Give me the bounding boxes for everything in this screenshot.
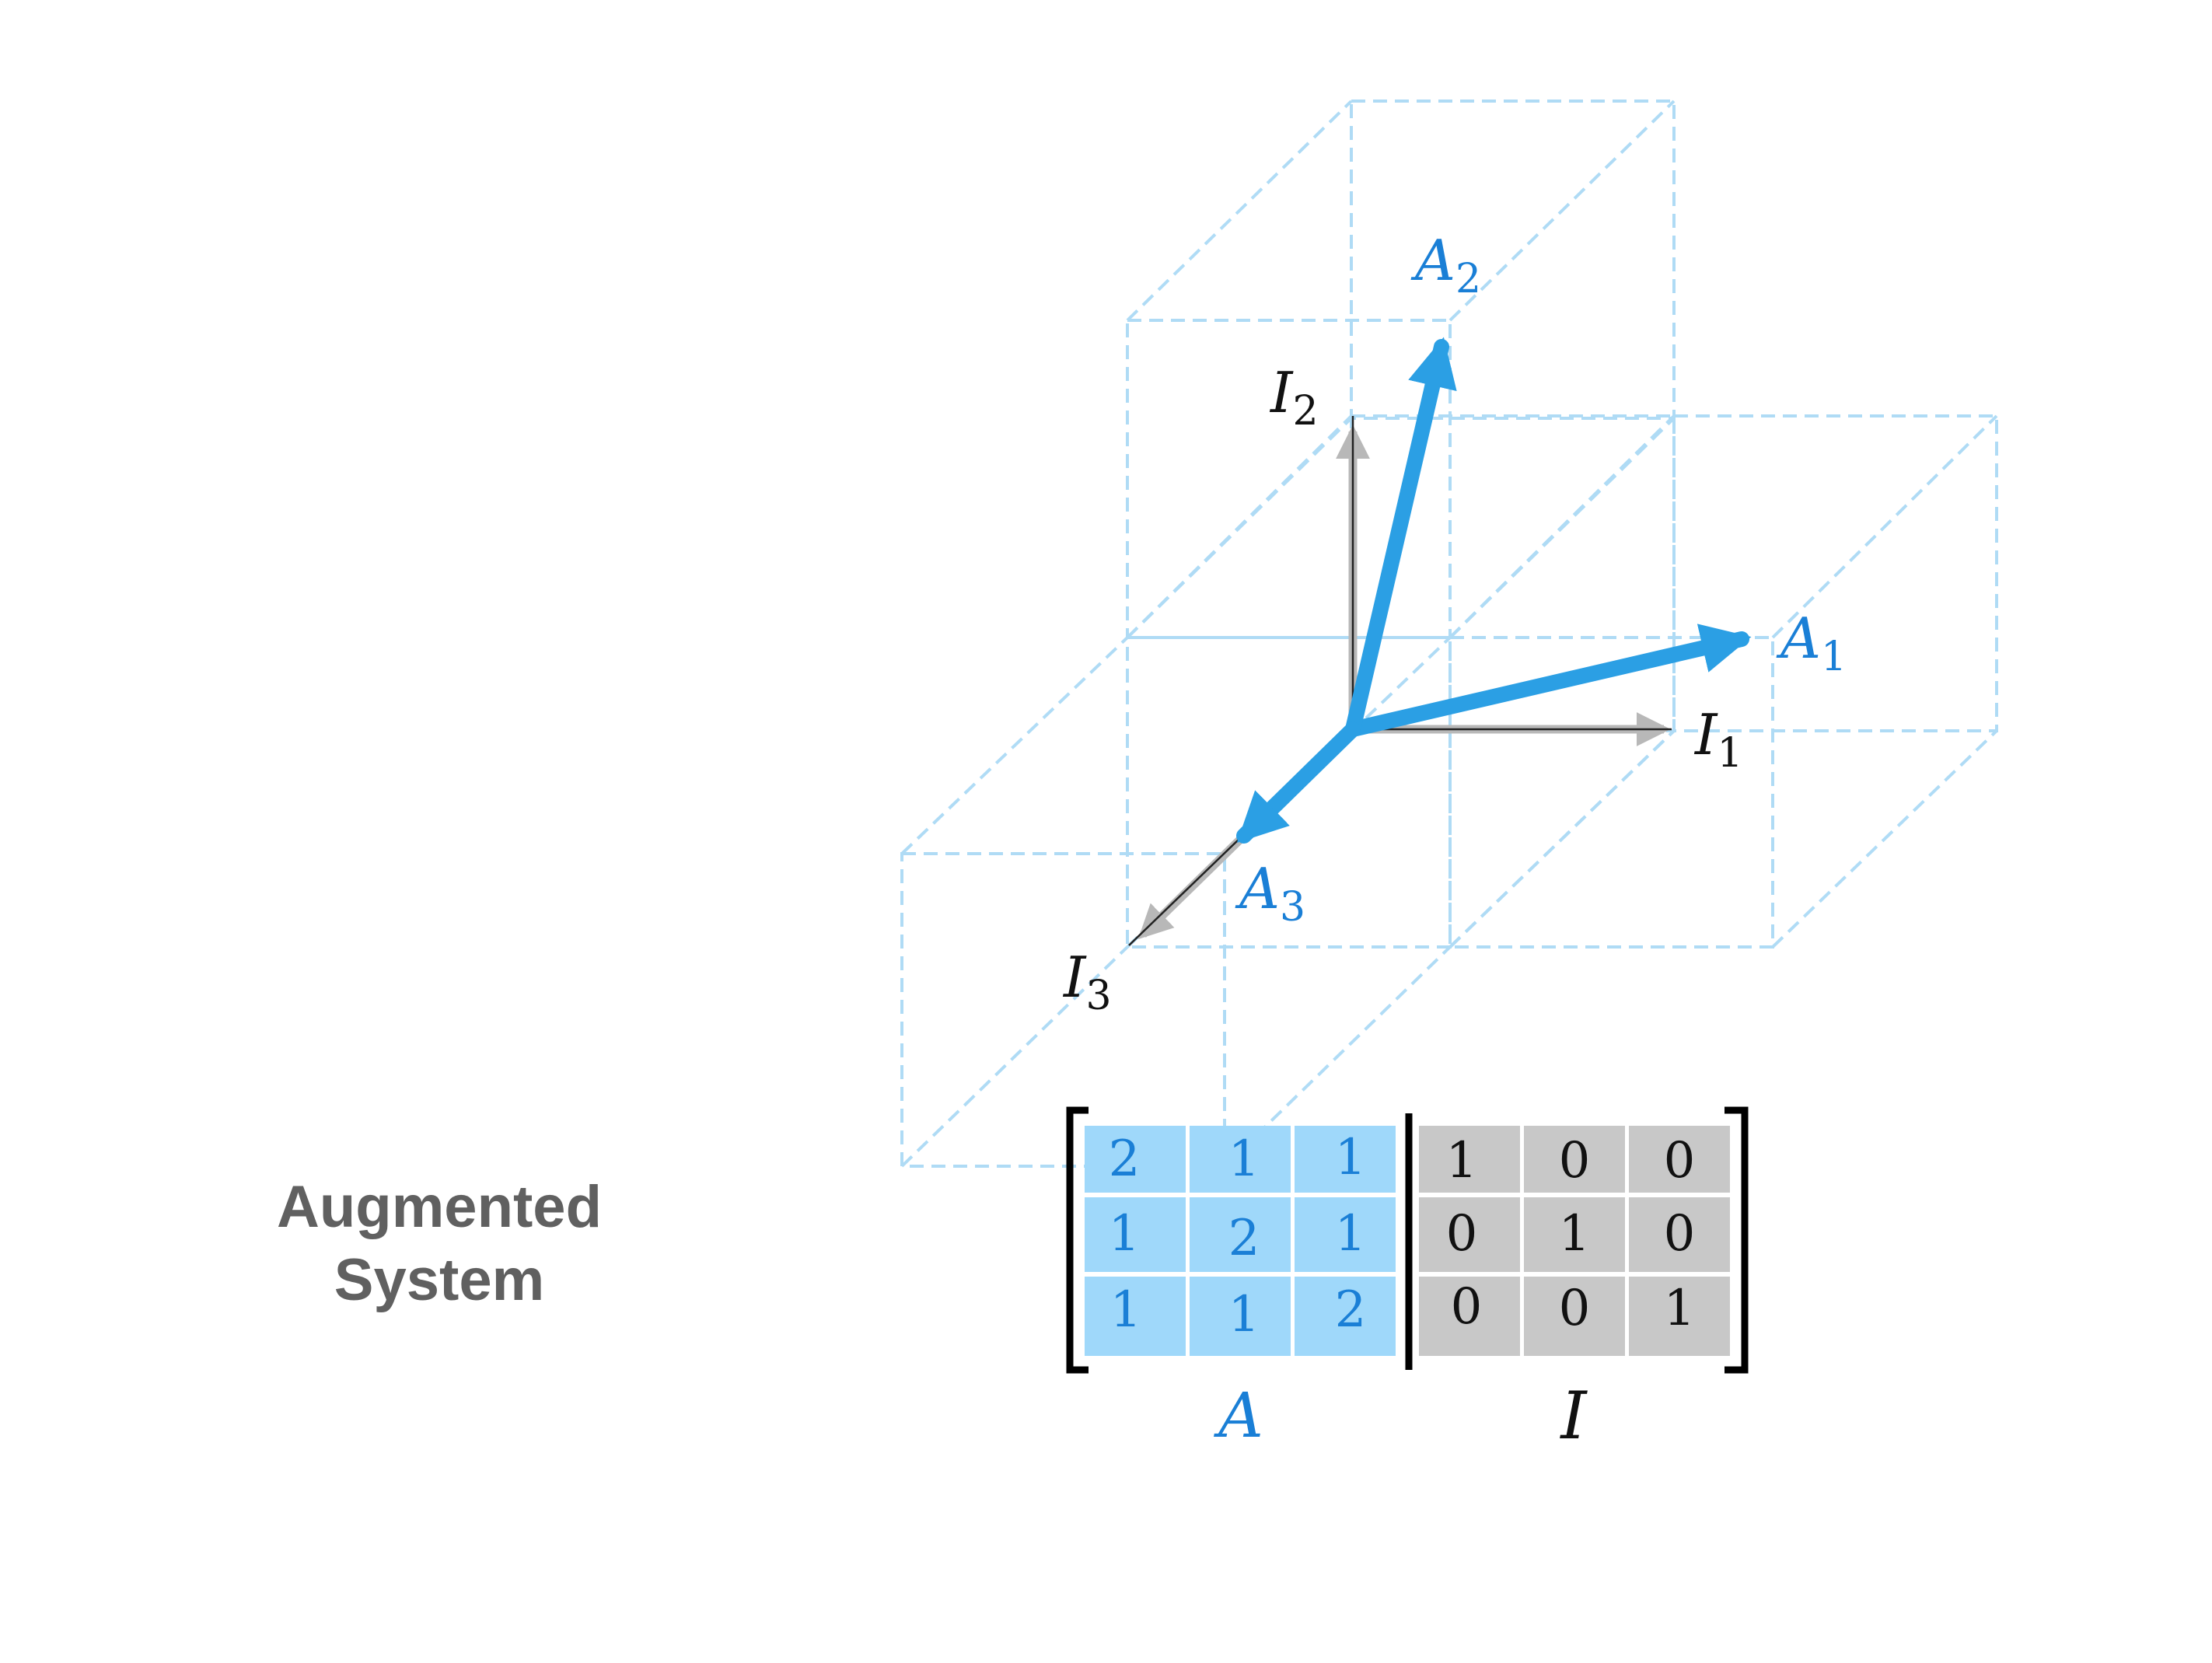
matrix-cell: 2 bbox=[1228, 1210, 1260, 1267]
matrix-cell: 1 bbox=[1664, 1280, 1696, 1337]
matrix-cell: 1 bbox=[1110, 1281, 1142, 1339]
box-right bbox=[1448, 414, 1998, 949]
matrix-cell: 1 bbox=[1446, 1132, 1478, 1190]
matrix-A-cells bbox=[1085, 1126, 1396, 1356]
label-A3: A3 bbox=[1235, 856, 1305, 931]
matrix-cell: 0 bbox=[1559, 1280, 1591, 1337]
matrix-cell: 1 bbox=[1228, 1130, 1260, 1188]
matrix-label-A: A bbox=[1213, 1379, 1263, 1452]
label-I2: I2 bbox=[1269, 360, 1319, 435]
matrix-cell: 1 bbox=[1335, 1129, 1367, 1186]
matrix-brackets bbox=[1066, 1106, 1749, 1374]
label-A1: A1 bbox=[1776, 606, 1847, 680]
matrix-cell: 1 bbox=[1228, 1286, 1260, 1343]
title-line-1: Augmented bbox=[277, 1174, 602, 1240]
matrix-I-cells bbox=[1419, 1126, 1730, 1356]
matrix-cell: 2 bbox=[1335, 1281, 1367, 1339]
column-vector-1 bbox=[1345, 624, 1752, 737]
matrix-A-values: 2 1 1 1 2 1 1 1 2 bbox=[1109, 1129, 1367, 1343]
matrix-cell: 1 bbox=[1109, 1205, 1141, 1263]
matrix-cell: 0 bbox=[1446, 1205, 1478, 1263]
column-vector-2 bbox=[1345, 337, 1457, 737]
label-I3: I3 bbox=[1062, 945, 1112, 1019]
right-bracket bbox=[1725, 1106, 1749, 1374]
matrix-cell: 0 bbox=[1664, 1132, 1696, 1190]
column-vector-3 bbox=[1236, 721, 1361, 844]
page-title: Augmented System bbox=[277, 1174, 602, 1313]
label-I1: I1 bbox=[1693, 702, 1743, 777]
matrix-I-values: 1 0 0 0 1 0 0 0 1 bbox=[1446, 1132, 1696, 1337]
matrix-cell: 0 bbox=[1559, 1132, 1591, 1190]
title-line-2: System bbox=[334, 1247, 544, 1313]
column-vectors bbox=[1236, 337, 1752, 844]
matrix-cell: 1 bbox=[1559, 1205, 1591, 1263]
matrix-cell: 1 bbox=[1335, 1205, 1367, 1263]
matrix-cell: 2 bbox=[1109, 1130, 1141, 1188]
augmented-matrix: 2 1 1 1 2 1 1 1 2 1 0 0 0 1 0 0 0 1 bbox=[1066, 1106, 1749, 1454]
matrix-label-I: I bbox=[1559, 1378, 1588, 1454]
label-A2: A2 bbox=[1410, 228, 1481, 302]
left-bracket bbox=[1066, 1106, 1089, 1374]
matrix-cell: 0 bbox=[1664, 1205, 1696, 1263]
vector-labels: A1 A2 A3 I1 I2 I3 bbox=[1062, 228, 1847, 1019]
matrix-cell: 0 bbox=[1451, 1278, 1483, 1336]
